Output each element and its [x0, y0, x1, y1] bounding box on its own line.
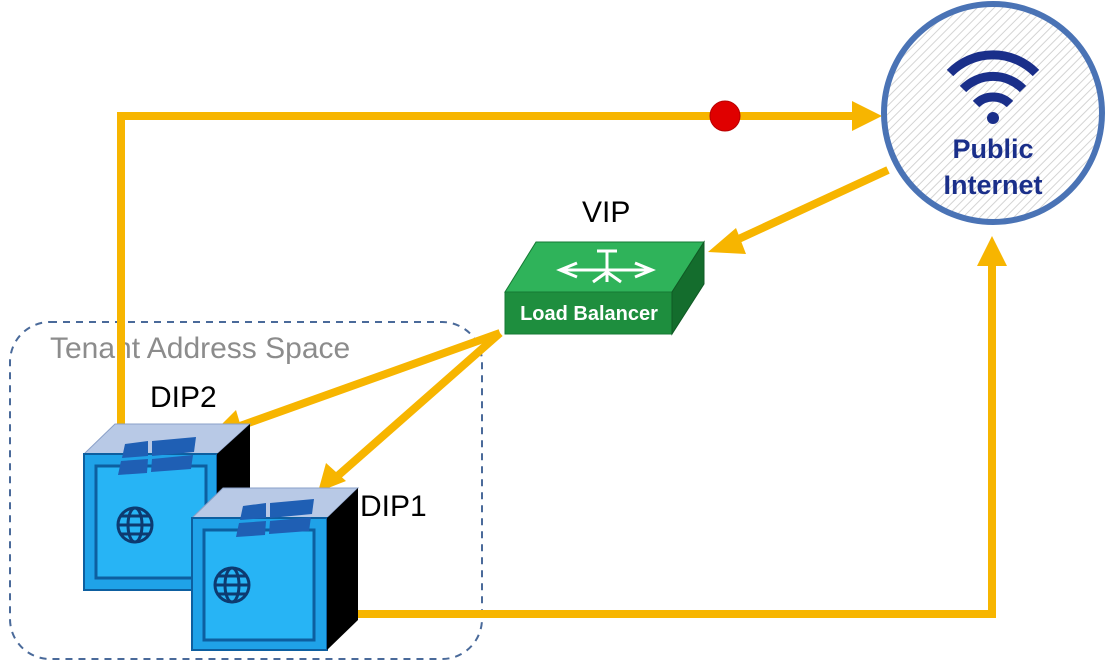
arrowhead-up-to-internet — [977, 236, 1007, 266]
load-balancer-icon — [556, 249, 656, 284]
load-balancer-label: Load Balancer — [520, 303, 658, 325]
globe-icon — [213, 566, 251, 604]
lb-to-dip2-path — [238, 329, 502, 430]
dip1-server — [190, 487, 360, 651]
tenant-address-space-box — [9, 321, 483, 660]
lb-to-dip1-path — [330, 329, 503, 484]
traffic-arrows — [117, 112, 996, 618]
internet-label-line2: Internet — [943, 170, 1042, 200]
windows-logo-icon — [118, 437, 196, 475]
tenant-address-space-label: Tenant Address Space — [50, 332, 350, 365]
arrowhead-to-internet — [852, 101, 882, 131]
load-balancer-node: Load Balancer — [504, 240, 705, 336]
dip2-label: DIP2 — [150, 381, 217, 414]
outbound-path-dip2 — [117, 112, 860, 440]
dip1-label: DIP1 — [360, 490, 427, 523]
wifi-icon — [946, 50, 1040, 124]
return-path-dip1 — [325, 262, 996, 618]
windows-logo-icon — [236, 499, 314, 537]
dip2-server — [82, 423, 252, 591]
globe-icon — [116, 506, 154, 544]
internet-label-line1: Public — [952, 134, 1033, 164]
public-internet-node: Public Internet — [881, 1, 1105, 225]
arrowhead-to-lb — [708, 228, 746, 254]
vip-label: VIP — [582, 196, 630, 229]
arrowhead-to-dip1 — [318, 463, 346, 492]
blocked-indicator-dot — [709, 100, 741, 132]
internet-to-lb-path — [728, 166, 890, 247]
